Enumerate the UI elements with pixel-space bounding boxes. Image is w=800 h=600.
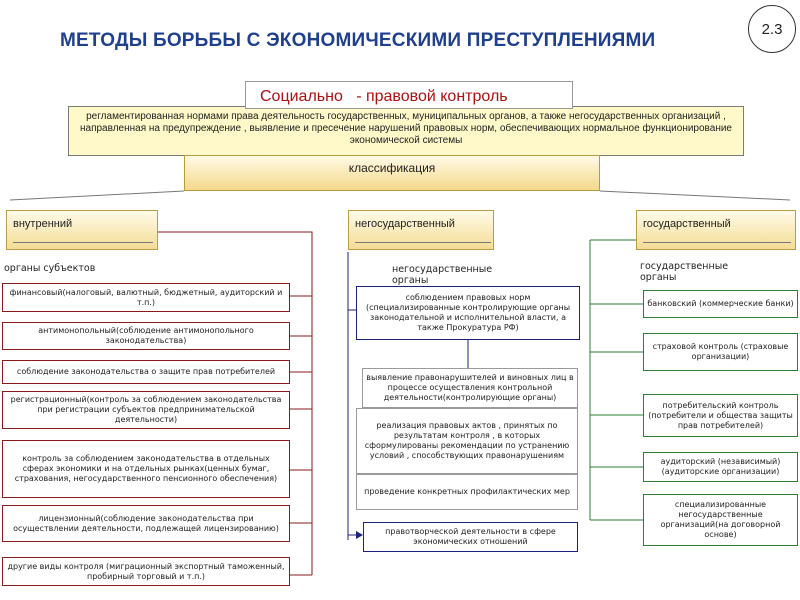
- page-title: МЕТОДЫ БОРЬБЫ С ЭКОНОМИЧЕСКИМИ ПРЕСТУПЛЕ…: [60, 30, 656, 51]
- non-state-detail-text: реализация правовых актов , принятых по …: [364, 421, 570, 460]
- non-state-detail-item: проведение конкретных профилактических м…: [356, 474, 578, 510]
- sublabel-internal: органы субъектов: [4, 263, 96, 274]
- internal-item: регистрационный(контроль за соблюдением …: [2, 391, 290, 429]
- state-item: потребительский контроль (потребители и …: [643, 394, 798, 437]
- internal-item: лицензионный(соблюдение законодательства…: [2, 505, 290, 542]
- internal-item: соблюдение законодательства о защите пра…: [2, 360, 290, 384]
- internal-item-text: антимонопольный(соблюдение антимонопольн…: [38, 326, 254, 345]
- main-concept-label: Социально - правовой контроль: [260, 88, 508, 105]
- category-header-non-state: негосударственный: [348, 210, 494, 250]
- category-label-non-state: негосударственный: [355, 218, 455, 230]
- category-header-internal: внутренний: [6, 210, 158, 250]
- state-item: аудиторский (независимый) (аудиторские о…: [643, 452, 798, 482]
- state-item-text: аудиторский (независимый) (аудиторские о…: [660, 457, 781, 476]
- main-concept-box: Социально - правовой контроль: [245, 81, 573, 109]
- internal-item: антимонопольный(соблюдение антимонопольн…: [2, 322, 290, 350]
- category-label-state: государственный: [643, 218, 731, 230]
- internal-item: финансовый(налоговый, валютный, бюджетны…: [2, 283, 290, 312]
- internal-item-text: лицензионный(соблюдение законодательства…: [13, 513, 279, 533]
- non-state-detail-item: выявление правонарушителей и виновных ли…: [362, 368, 578, 408]
- sublabel-non-state: негосударственные органы: [392, 264, 493, 286]
- non-state-main-text: соблюдением правовых норм (специализиров…: [365, 293, 571, 332]
- slide-number-badge: 2.3: [748, 5, 796, 53]
- internal-item-text: финансовый(налоговый, валютный, бюджетны…: [9, 287, 283, 307]
- state-item: банковский (коммерческие банки): [643, 290, 798, 318]
- state-item-text: специализированные негосударственные орг…: [660, 500, 781, 539]
- non-state-detail-text: проведение конкретных профилактических м…: [364, 487, 570, 496]
- internal-item-text: регистрационный(контроль за соблюдением …: [10, 395, 282, 424]
- internal-item-text: контроль за соблюдением законодательства…: [14, 454, 278, 483]
- non-state-bottom-text: правотворческой деятельности в сфере эко…: [385, 527, 556, 546]
- definition-text: регламентированная нормами права деятель…: [79, 111, 732, 146]
- category-header-state: государственный: [636, 210, 796, 250]
- category-label-internal: внутренний: [13, 218, 73, 230]
- internal-item-text: другие виды контроля (миграционный экспо…: [7, 561, 285, 581]
- non-state-main-box: соблюдением правовых норм (специализиров…: [356, 286, 580, 340]
- internal-item: другие виды контроля (миграционный экспо…: [2, 557, 290, 586]
- non-state-bottom-box: правотворческой деятельности в сфере эко…: [363, 522, 578, 552]
- state-item-text: потребительский контроль (потребители и …: [648, 400, 793, 430]
- classification-label: классификация: [348, 161, 436, 175]
- internal-item-text: соблюдение законодательства о защите пра…: [16, 367, 276, 376]
- non-state-detail-text: выявление правонарушителей и виновных ли…: [366, 373, 574, 402]
- sublabel-state: государственные органы: [640, 261, 729, 283]
- state-item-text: страховой контроль (страховые организаци…: [652, 342, 789, 361]
- classification-banner: классификация: [184, 155, 600, 191]
- internal-item: контроль за соблюдением законодательства…: [2, 440, 290, 498]
- state-item-text: банковский (коммерческие банки): [647, 299, 794, 308]
- definition-box: регламентированная нормами права деятель…: [68, 106, 744, 156]
- state-item: страховой контроль (страховые организаци…: [643, 333, 798, 371]
- non-state-detail-item: реализация правовых актов , принятых по …: [356, 408, 578, 474]
- state-item: специализированные негосударственные орг…: [643, 494, 798, 546]
